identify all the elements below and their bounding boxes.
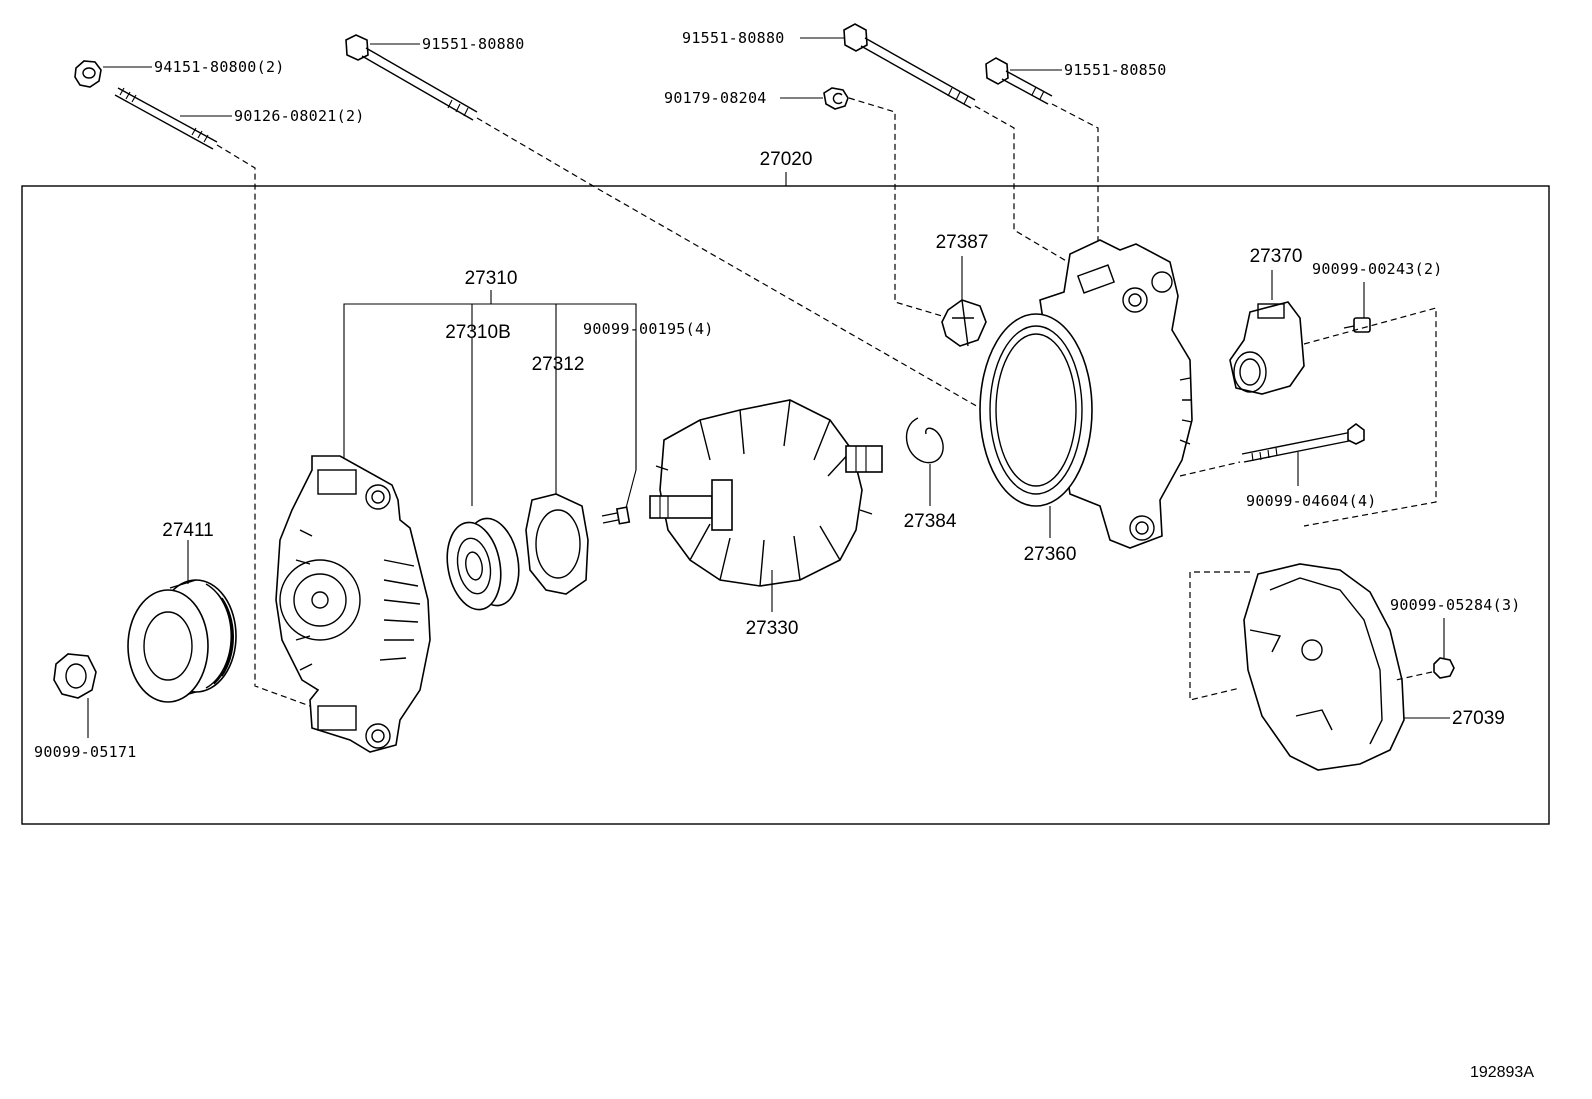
bolt-90099-04604-icon xyxy=(1241,423,1365,463)
pulley-27411-icon xyxy=(127,579,237,703)
bolt-91551-c-icon xyxy=(985,57,1053,105)
drive-end-frame-icon xyxy=(275,455,431,753)
ring-27384-icon xyxy=(905,417,944,464)
regulator-27370-icon xyxy=(1229,301,1305,395)
label-27310: 27310 xyxy=(465,268,518,289)
bearing-27310b-icon xyxy=(446,517,520,611)
label-90179-08204: 90179-08204 xyxy=(664,89,767,107)
label-94151-80800: 94151-80800(2) xyxy=(154,58,285,76)
label-90099-05284: 90099-05284(3) xyxy=(1390,596,1521,614)
screw-90099-00195-icon xyxy=(601,506,631,525)
label-27384: 27384 xyxy=(904,511,957,532)
bolt-91551-a-icon xyxy=(345,34,478,121)
nut-90099-05171-icon xyxy=(53,653,97,699)
label-27370: 27370 xyxy=(1250,246,1303,267)
bolt-91551-b-icon xyxy=(843,23,976,109)
label-90099-05171: 90099-05171 xyxy=(34,743,137,761)
label-91551-80880-b: 91551-80880 xyxy=(682,29,785,47)
screw-90099-00243-icon xyxy=(1343,317,1371,333)
nut-90179-icon xyxy=(823,87,849,110)
diagram-id: 192893A xyxy=(1470,1064,1534,1081)
label-27020: 27020 xyxy=(760,149,813,170)
label-27312: 27312 xyxy=(532,354,585,375)
label-27360: 27360 xyxy=(1024,544,1077,565)
rotor-27330-icon xyxy=(649,399,883,587)
label-27411: 27411 xyxy=(162,520,213,541)
rectifier-end-frame-27360-icon xyxy=(979,239,1193,549)
nut-94151-icon xyxy=(74,60,102,88)
label-27310B: 27310B xyxy=(445,322,511,343)
label-90099-00243: 90099-00243(2) xyxy=(1312,260,1443,278)
label-91551-80880-a: 91551-80880 xyxy=(422,35,525,53)
label-27330: 27330 xyxy=(746,618,799,639)
nut-90099-05284-icon xyxy=(1433,657,1455,679)
label-27387: 27387 xyxy=(936,232,989,253)
label-90126-08021: 90126-08021(2) xyxy=(234,107,365,125)
label-90099-00195: 90099-00195(4) xyxy=(583,320,714,338)
label-91551-80850: 91551-80850 xyxy=(1064,61,1167,79)
retainer-27312-icon xyxy=(525,493,589,595)
label-27039: 27039 xyxy=(1452,708,1505,729)
stud-90126-icon xyxy=(114,87,218,150)
rear-cover-27039-icon xyxy=(1243,563,1405,771)
cover-27387-icon xyxy=(941,299,987,347)
label-90099-04604: 90099-04604(4) xyxy=(1246,492,1377,510)
